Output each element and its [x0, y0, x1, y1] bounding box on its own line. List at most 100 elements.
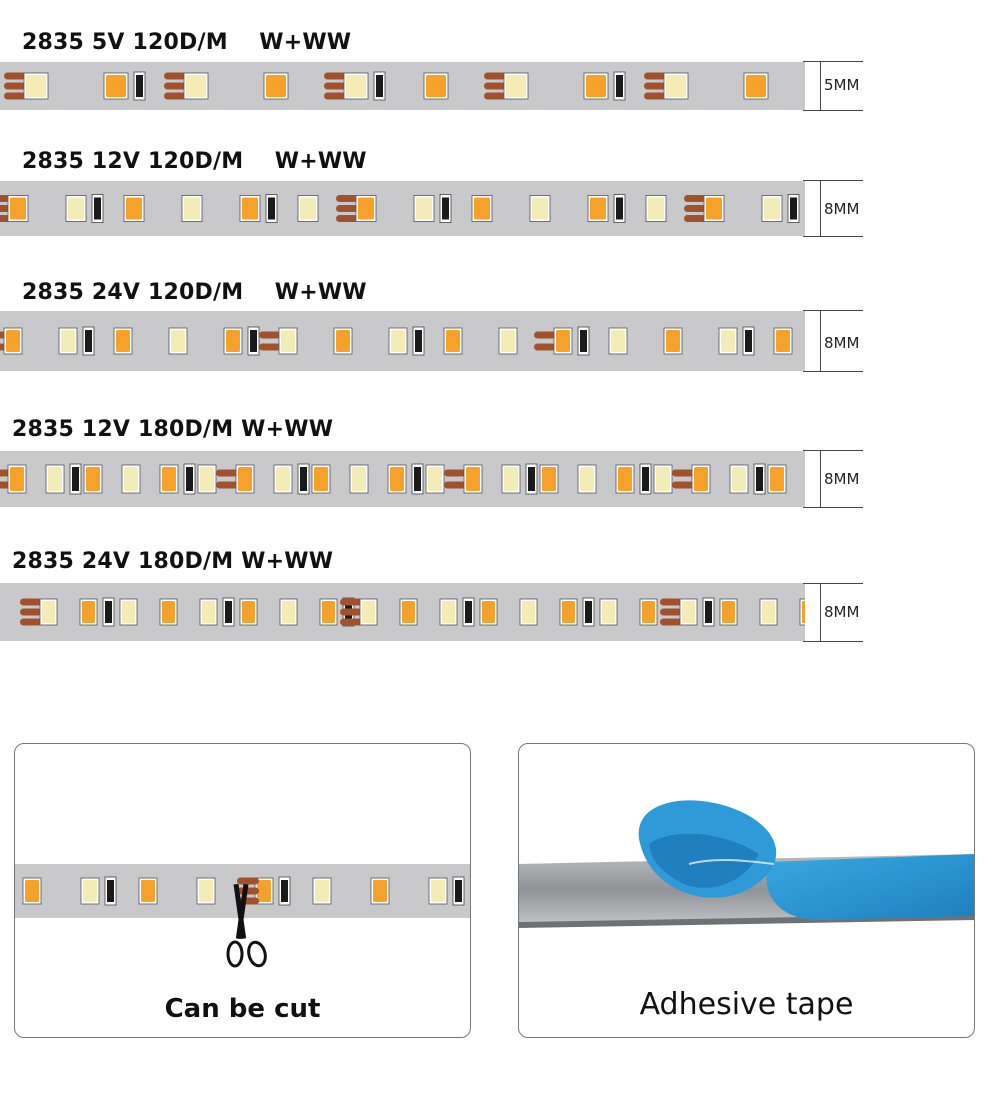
adhesive-tape-graphic: [519, 800, 974, 928]
led-chip: [235, 464, 255, 494]
led-chip: [45, 464, 65, 494]
led-chip: [343, 72, 369, 100]
led-strip-3: [0, 311, 805, 371]
resistor: [787, 194, 800, 223]
led-strip-4-graphic: [0, 463, 787, 495]
led-chip: [471, 195, 493, 222]
led-chip: [479, 598, 498, 626]
resistor: [102, 597, 115, 627]
resistor: [297, 463, 310, 495]
led-chip: [439, 598, 458, 626]
led-chip: [663, 72, 689, 100]
width-dimension-3: 8MM: [803, 310, 863, 372]
led-chip: [119, 598, 138, 626]
led-chip: [653, 464, 673, 494]
cut-strip-graphic: [15, 864, 470, 968]
led-chip: [553, 327, 573, 355]
led-strip-2: [0, 181, 805, 236]
led-chip: [587, 195, 609, 222]
solder-pads: [484, 72, 506, 100]
led-chip: [297, 195, 319, 222]
led-chip: [199, 598, 218, 626]
solder-pads: [164, 72, 186, 100]
led-strip-5-graphic: [20, 597, 805, 627]
led-chip: [58, 327, 78, 355]
strip-title-1: 2835 5V 120D/M W+WW: [22, 30, 352, 55]
led-chip: [65, 195, 87, 222]
solder-pads: [672, 469, 694, 489]
scissors-icon: [226, 883, 267, 968]
resistor: [265, 194, 278, 223]
led-chip: [319, 598, 338, 626]
led-strip-1: [0, 62, 805, 110]
led-chip: [312, 877, 332, 905]
resistor: [702, 597, 715, 627]
led-chip: [761, 195, 783, 222]
solder-pads: [0, 469, 10, 489]
led-chip: [645, 195, 667, 222]
resistor: [373, 71, 386, 101]
led-chip: [639, 598, 658, 626]
width-label-1: 5MM: [824, 76, 860, 94]
led-chip: [423, 72, 449, 100]
resistor: [577, 326, 590, 356]
led-chip: [359, 598, 378, 626]
led-chip: [743, 72, 769, 100]
solder-pads: [644, 72, 666, 100]
width-label-3: 8MM: [824, 334, 860, 352]
led-chip: [719, 598, 738, 626]
led-chip: [703, 195, 725, 222]
solder-pads: [259, 331, 281, 351]
led-chip: [7, 464, 27, 494]
can-be-cut-panel: Can be cut: [14, 743, 471, 1038]
resistor: [183, 463, 196, 495]
led-chip: [388, 327, 408, 355]
solder-pads: [0, 195, 10, 222]
resistor: [742, 326, 755, 356]
led-chip: [333, 327, 353, 355]
led-chip: [399, 598, 418, 626]
width-label-2: 8MM: [824, 200, 860, 218]
solder-pads: [444, 469, 466, 489]
solder-pads: [336, 195, 358, 222]
led-chip: [498, 327, 518, 355]
led-chip: [463, 464, 483, 494]
resistor: [411, 463, 424, 495]
led-chip: [773, 327, 793, 355]
resistor: [613, 71, 626, 101]
led-chip: [278, 327, 298, 355]
resistor: [247, 326, 260, 356]
led-chip: [599, 598, 618, 626]
led-chip: [168, 327, 188, 355]
led-chip: [370, 877, 390, 905]
resistor: [91, 194, 104, 223]
resistor: [69, 463, 82, 495]
width-dimension-2: 8MM: [803, 180, 863, 237]
resistor: [412, 326, 425, 356]
led-chip: [799, 598, 805, 626]
led-chip: [583, 72, 609, 100]
led-chip: [181, 195, 203, 222]
led-strip-1-graphic: [4, 71, 769, 101]
resistor: [104, 876, 117, 906]
led-chip: [729, 464, 749, 494]
solder-pads: [4, 72, 26, 100]
led-chip: [767, 464, 787, 494]
solder-pads: [340, 598, 362, 626]
led-chip: [663, 327, 683, 355]
led-chip: [559, 598, 578, 626]
solder-pads: [534, 331, 556, 351]
resistor: [753, 463, 766, 495]
led-chip: [691, 464, 711, 494]
strip-title-5: 2835 24V 180D/M W+WW: [12, 549, 334, 574]
led-chip: [349, 464, 369, 494]
width-label-4: 8MM: [824, 470, 860, 488]
led-chip: [413, 195, 435, 222]
led-chip: [103, 72, 129, 100]
strip-title-3: 2835 24V 120D/M W+WW: [22, 280, 367, 305]
can-be-cut-caption: Can be cut: [164, 994, 321, 1024]
width-dimension-5: 8MM: [803, 583, 863, 642]
led-chip: [196, 877, 216, 905]
led-strip-5: [0, 583, 805, 641]
led-chip: [425, 464, 445, 494]
